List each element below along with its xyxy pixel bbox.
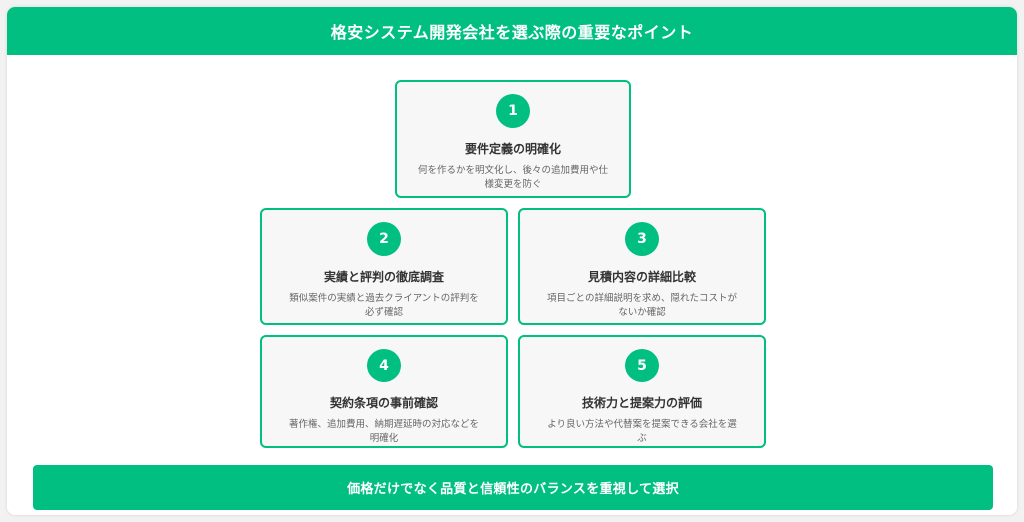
point-card-4: 4 契約条項の事前確認 著作権、追加費用、納期遅延時の対応などを明確化 bbox=[260, 335, 508, 448]
point-description: 著作権、追加費用、納期遅延時の対応などを明確化 bbox=[288, 419, 479, 444]
point-card-3: 3 見積内容の詳細比較 項目ごとの詳細説明を求め、隠れたコストがないか確認 bbox=[518, 208, 766, 325]
point-card-5: 5 技術力と提案力の評価 より良い方法や代替案を提案できる会社を選ぶ bbox=[518, 335, 766, 448]
diagram-frame: 格安システム開発会社を選ぶ際の重要なポイント 1 要件定義の明確化 何を作るかを… bbox=[7, 7, 1017, 515]
number-badge: 3 bbox=[625, 222, 659, 256]
point-description: 項目ごとの詳細説明を求め、隠れたコストがないか確認 bbox=[547, 293, 737, 318]
point-description: 類似案件の実績と過去クライアントの評判を必ず確認 bbox=[289, 293, 479, 318]
header-banner: 格安システム開発会社を選ぶ際の重要なポイント bbox=[7, 7, 1017, 55]
summary-text: 価格だけでなく品質と信頼性のバランスを重視して選択 bbox=[347, 482, 679, 497]
number-badge: 4 bbox=[367, 349, 401, 382]
number-badge: 2 bbox=[367, 222, 401, 256]
page-title: 格安システム開発会社を選ぶ際の重要なポイント bbox=[330, 23, 694, 42]
number-badge: 5 bbox=[625, 349, 659, 382]
summary-banner: 価格だけでなく品質と信頼性のバランスを重視して選択 bbox=[33, 465, 993, 510]
point-card-1: 1 要件定義の明確化 何を作るかを明文化し、後々の追加費用や仕様変更を防ぐ bbox=[395, 80, 631, 198]
point-title: 技術力と提案力の評価 bbox=[581, 396, 702, 410]
point-title: 要件定義の明確化 bbox=[464, 142, 561, 156]
point-title: 契約条項の事前確認 bbox=[329, 396, 438, 410]
point-title: 見積内容の詳細比較 bbox=[587, 270, 696, 284]
point-description: 何を作るかを明文化し、後々の追加費用や仕様変更を防ぐ bbox=[417, 165, 608, 190]
point-title: 実績と評判の徹底調査 bbox=[323, 270, 444, 284]
point-description: より良い方法や代替案を提案できる会社を選ぶ bbox=[547, 419, 737, 444]
number-badge: 1 bbox=[496, 94, 530, 128]
point-card-2: 2 実績と評判の徹底調査 類似案件の実績と過去クライアントの評判を必ず確認 bbox=[260, 208, 508, 325]
